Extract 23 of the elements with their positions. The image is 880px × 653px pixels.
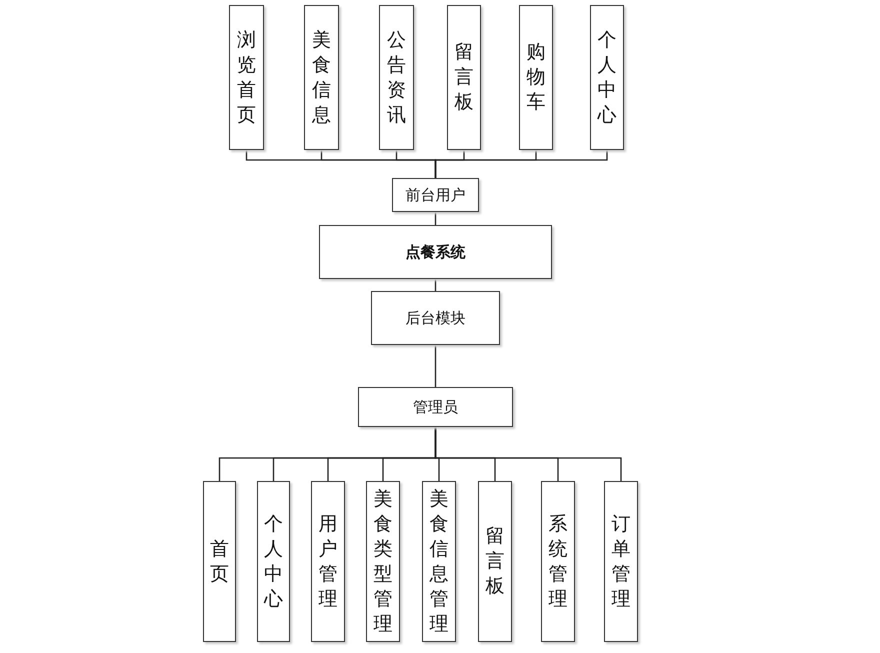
module-box: 系统管理 <box>541 481 575 642</box>
module-box: 个人中心 <box>590 5 624 150</box>
module-box: 个人中心 <box>257 481 290 642</box>
connector-line <box>434 345 436 387</box>
module-box: 点餐系统 <box>319 225 552 279</box>
connector-line <box>434 279 436 291</box>
connector-line <box>434 212 436 225</box>
module-box: 美食类型管理 <box>366 481 400 642</box>
module-box: 管理员 <box>358 387 513 427</box>
module-box: 用户管理 <box>311 481 345 642</box>
module-box: 美食信息 <box>304 5 339 150</box>
connector-line <box>434 150 608 178</box>
connector-line <box>434 427 622 481</box>
module-box: 后台模块 <box>371 291 500 345</box>
module-box: 留言板 <box>447 5 481 150</box>
module-box: 订单管理 <box>604 481 638 642</box>
module-box: 浏览首页 <box>229 5 264 150</box>
module-box: 购物车 <box>519 5 553 150</box>
module-box: 留言板 <box>478 481 512 642</box>
module-box: 公告资讯 <box>379 5 414 150</box>
module-box: 美食信息管理 <box>422 481 456 642</box>
module-box: 首页 <box>203 481 236 642</box>
module-box: 前台用户 <box>392 178 479 212</box>
